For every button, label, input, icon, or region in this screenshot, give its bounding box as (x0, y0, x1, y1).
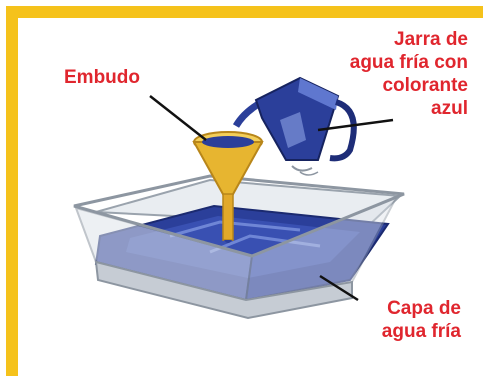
label-jug-line-2: agua fría con (349, 52, 468, 73)
label-jug: Jarra de agua fría con colorante azul (350, 28, 468, 120)
label-jug-line-3: colorante (382, 75, 468, 96)
label-jug-line-4: azul (431, 98, 468, 119)
layer-pointer (319, 274, 359, 302)
label-funnel-text: Embudo (64, 67, 140, 88)
jug-pointer (317, 118, 394, 132)
blue-jug (254, 76, 357, 176)
funnel-pointer (149, 95, 207, 141)
label-funnel: Embudo (64, 66, 140, 89)
label-layer-line-2: agua fría (381, 321, 461, 342)
funnel (192, 131, 264, 243)
glass-tray (73, 174, 405, 320)
frame-left-border (6, 6, 18, 376)
label-layer-line-1: Capa de (387, 298, 461, 319)
label-jug-line-1: Jarra de (394, 29, 468, 50)
label-cold-layer: Capa de agua fría (382, 297, 461, 343)
frame-top-border (6, 6, 483, 18)
